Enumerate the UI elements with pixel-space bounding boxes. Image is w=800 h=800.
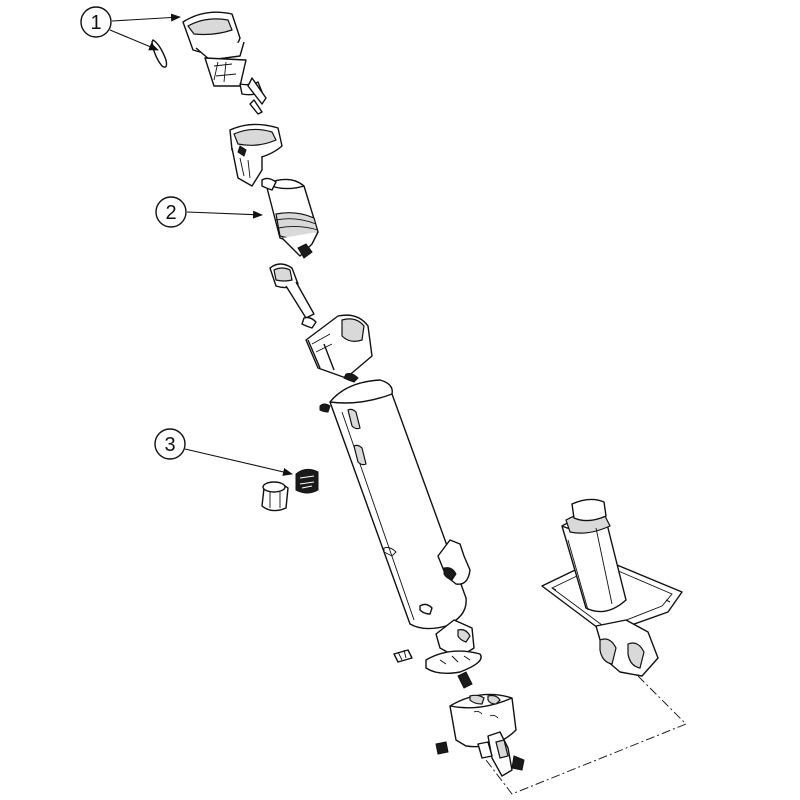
valve-block-part xyxy=(305,314,373,383)
cartridge-part xyxy=(261,177,319,259)
callout-1-circle xyxy=(80,6,112,38)
callout-3-circle xyxy=(154,428,186,460)
callout-1-leader-to-cap xyxy=(111,13,181,22)
clip-part xyxy=(151,39,168,68)
callout-2: 2 xyxy=(155,196,263,228)
dashed-connection-line xyxy=(485,675,687,795)
top-cap-part xyxy=(182,11,267,115)
mounting-base-part xyxy=(449,693,525,777)
upper-bracket-part xyxy=(229,123,283,187)
callout-2-circle xyxy=(155,196,187,228)
aerator-part xyxy=(261,468,319,512)
lower-coupling-part xyxy=(425,619,482,689)
callout-1-label: 1 xyxy=(90,12,101,34)
callout-2-label: 2 xyxy=(165,202,176,224)
callout-2-leader xyxy=(186,210,263,219)
screw-part xyxy=(393,649,449,755)
main-body-part xyxy=(319,379,471,630)
callout-3-label: 3 xyxy=(164,434,175,456)
callout-1: 1 xyxy=(80,6,181,51)
callout-3: 3 xyxy=(154,428,293,476)
assembled-view-part xyxy=(541,498,683,677)
callout-1-leader-to-clip xyxy=(109,29,159,51)
callout-3-leader xyxy=(184,448,293,476)
connector-tube-part xyxy=(269,263,317,329)
